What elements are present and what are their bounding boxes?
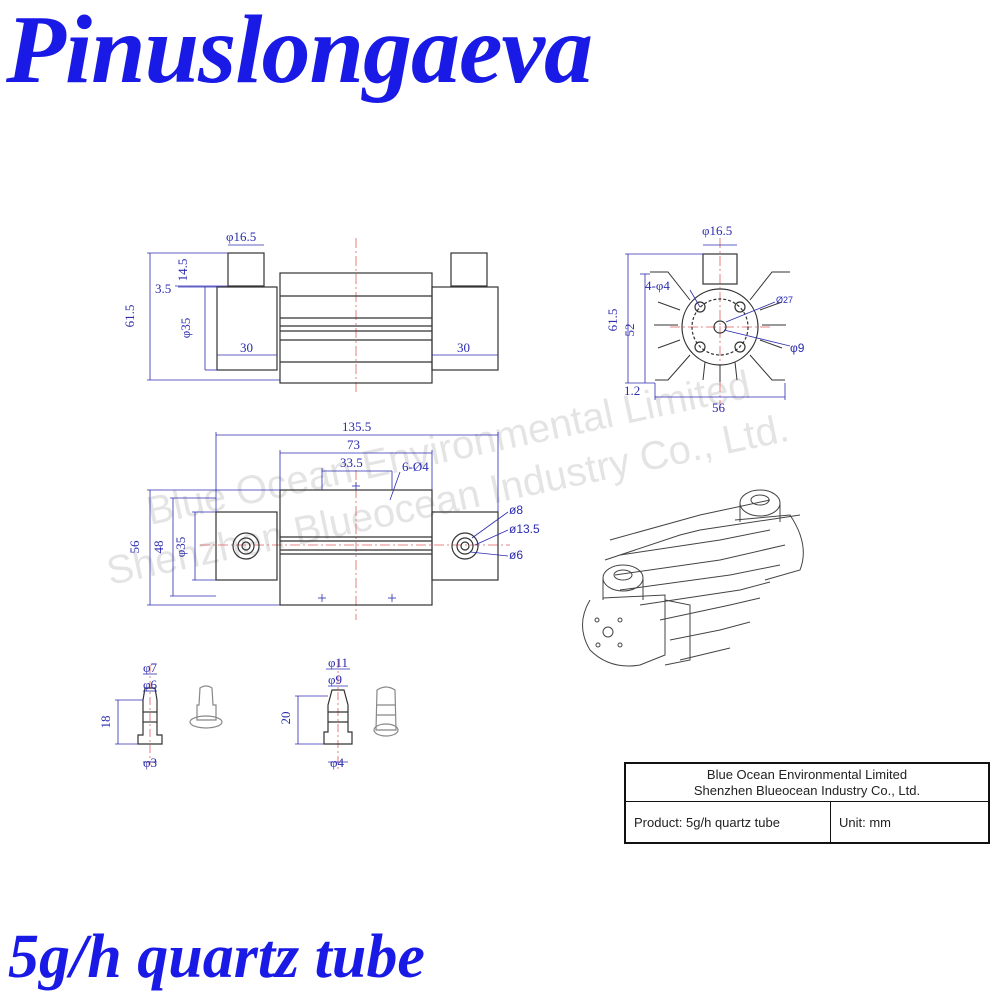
fitting-large-dim-height: 20 xyxy=(278,712,293,725)
fitting-small-dim-mid: φ6 xyxy=(143,677,158,692)
title-block-row: Product: 5g/h quartz tube Unit: mm xyxy=(626,802,988,844)
front-view xyxy=(147,238,499,395)
front-dim-top-dia: φ16.5 xyxy=(226,229,256,244)
brand-title: Pinuslongaeva xyxy=(6,0,593,104)
front-dim-left-width: 30 xyxy=(240,340,253,355)
top-dim-half: 33.5 xyxy=(340,455,363,470)
top-view xyxy=(147,432,510,620)
title-block-company-line1: Blue Ocean Environmental Limited xyxy=(706,767,908,782)
top-dim-outer: 56 xyxy=(127,540,142,554)
fitting-small-dim-height: 18 xyxy=(98,716,113,729)
front-dim-nozzle: 14.5 xyxy=(175,259,190,282)
fitting-small-dim-bore: φ3 xyxy=(143,755,157,770)
title-block-unit: Unit: mm xyxy=(839,815,891,830)
top-dim-body: 73 xyxy=(347,437,360,452)
title-block-company-line2: Shenzhen Blueocean Industry Co., Ltd. xyxy=(693,783,921,798)
side-dim-circle: Ø27 xyxy=(776,295,793,305)
side-dim-body: 52 xyxy=(622,324,637,337)
top-dim-d8: ø8 xyxy=(509,503,523,517)
front-dim-block-dia: φ35 xyxy=(178,318,193,339)
front-dim-right-width: 30 xyxy=(457,340,470,355)
product-title: 5g/h quartz tube xyxy=(8,923,425,991)
fitting-large-dim-mid: φ9 xyxy=(328,672,342,687)
side-dim-width: 56 xyxy=(712,400,726,415)
side-dim-center: φ9 xyxy=(790,341,805,355)
top-dim-inner: 48 xyxy=(151,541,166,554)
fitting-large-dim-bore: φ4 xyxy=(330,755,345,770)
side-dim-top-dia: φ16.5 xyxy=(702,223,732,238)
isometric-view xyxy=(582,489,804,667)
title-block-company: Blue Ocean Environmental Limited Shenzhe… xyxy=(626,764,988,802)
side-view xyxy=(625,238,791,410)
top-dim-d6: ø6 xyxy=(509,548,523,562)
title-block-product: Product: 5g/h quartz tube xyxy=(626,802,831,844)
top-dim-total: 135.5 xyxy=(342,419,371,434)
top-dim-holes: 6-Ø4 xyxy=(402,459,429,474)
fitting-large-drawing xyxy=(295,660,399,770)
title-block: Blue Ocean Environmental Limited Shenzhe… xyxy=(624,762,990,844)
top-dim-d13: ø13.5 xyxy=(509,522,540,536)
side-dim-holes: 4-φ4 xyxy=(645,278,670,293)
side-dim-base: 1.2 xyxy=(624,383,640,398)
front-dim-offset: 3.5 xyxy=(155,281,171,296)
side-dim-height: 61.5 xyxy=(605,309,620,332)
fitting-large-dim-top: φ11 xyxy=(328,655,348,670)
top-dim-body-dia: φ35 xyxy=(173,537,188,558)
front-dim-height: 61.5 xyxy=(122,305,137,328)
fitting-small-dim-top: φ7 xyxy=(143,660,158,675)
fitting-small-drawing xyxy=(115,665,223,765)
